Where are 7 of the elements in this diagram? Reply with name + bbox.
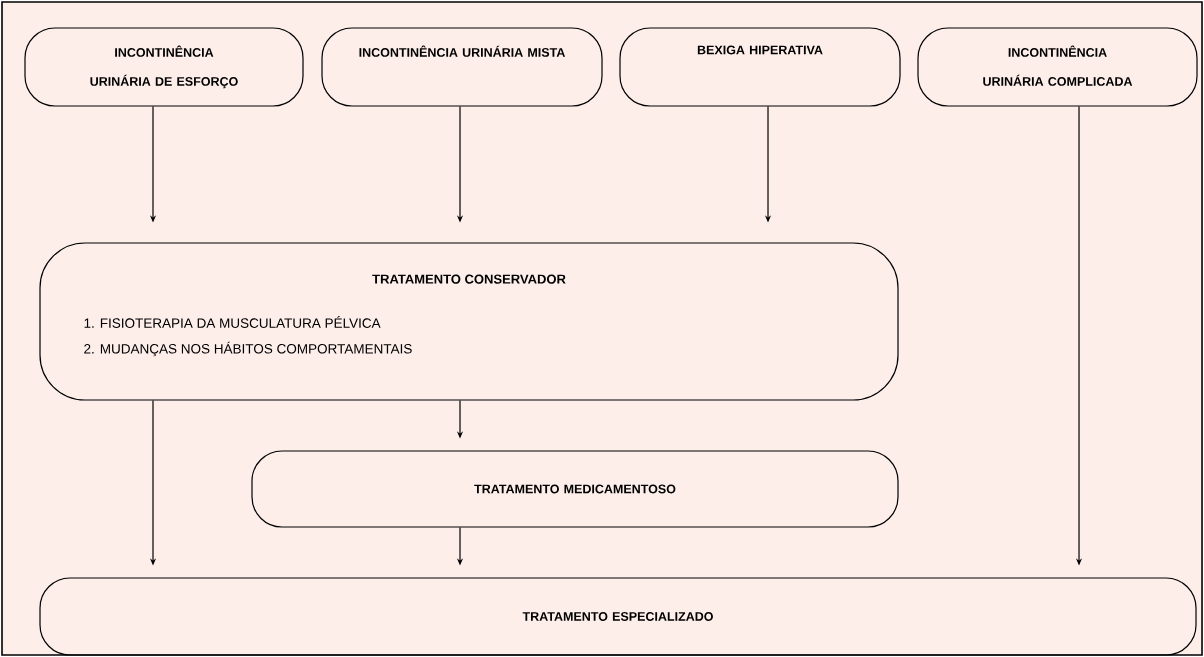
rounded-box: INCONTINÊNCIA URINÁRIA MISTA — [321, 27, 603, 107]
rounded-box: INCONTINÊNCIA URINÁRIA COMPLICADA — [917, 27, 1198, 107]
rounded-box: TRATAMENTO CONSERVADOR 1. FISIOTERAPIA DA MUSCULATURA PÉLVICA 2. MUDANÇAS NOS HÁBITOS COMPORTAMENTAIS — [39, 242, 899, 401]
rounded-box: TRATAMENTO MEDICAMENTOSO — [251, 450, 899, 528]
rounded-box: TRATAMENTO ESPECIALIZADO — [39, 577, 1197, 656]
rounded-box: BEXIGA HIPERATIVA — [619, 27, 901, 107]
rounded-box: INCONTINÊNCIA URINÁRIA DE ESFORÇO — [24, 27, 304, 107]
